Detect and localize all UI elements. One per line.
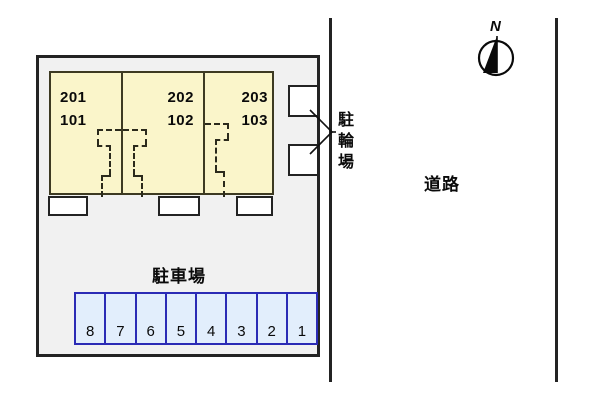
stair-outline-2-base <box>141 175 143 197</box>
stair-outline-1-base <box>101 175 103 197</box>
stair-outline-3-top <box>205 123 229 125</box>
road-boundary-line-far <box>555 18 558 382</box>
bicycle-parking-char-2: 輪 <box>337 133 354 150</box>
compass-north-label: N <box>490 18 501 35</box>
unit-label-102: 102 <box>167 112 194 129</box>
parking-stall[interactable]: 2 <box>258 294 288 343</box>
balcony-unit-102 <box>158 196 200 216</box>
parking-stall[interactable]: 8 <box>76 294 107 343</box>
bicycle-parking-leader-lines <box>309 109 336 155</box>
balcony-unit-101 <box>48 196 88 216</box>
stair-outline-1-mid <box>97 145 111 147</box>
compass-rose: N <box>474 18 518 80</box>
unit-block-1: 201 101 <box>60 86 87 132</box>
balcony-unit-103 <box>236 196 273 216</box>
unit-label-101: 101 <box>60 112 87 129</box>
parking-stall[interactable]: 4 <box>197 294 228 343</box>
stair-outline-2-step <box>133 175 143 177</box>
unit-block-2: 202 102 <box>150 86 194 132</box>
stair-outline-3-right <box>227 123 229 139</box>
stair-outline-3-stem <box>215 139 217 171</box>
parking-stall[interactable]: 3 <box>227 294 258 343</box>
unit-label-202: 202 <box>167 89 194 106</box>
stair-outline-1-top <box>97 129 121 131</box>
car-parking-strip: 8 7 6 5 4 3 2 1 <box>74 292 318 345</box>
road-label: 道路 <box>424 175 460 194</box>
stair-outline-1-left <box>97 129 99 145</box>
stair-outline-1-step <box>101 175 111 177</box>
unit-label-201: 201 <box>60 89 87 106</box>
bicycle-parking-box-upper <box>288 85 319 117</box>
car-parking-label: 駐車場 <box>152 267 206 286</box>
apartment-building: 201 101 202 102 203 103 <box>49 71 274 197</box>
parking-stall[interactable]: 1 <box>297 323 307 340</box>
stair-outline-2-mid <box>133 145 147 147</box>
unit-label-203: 203 <box>241 89 268 106</box>
stair-outline-2-right <box>145 129 147 145</box>
stair-outline-3-mid <box>215 139 229 141</box>
unit-block-3: 203 103 <box>227 86 268 132</box>
stair-outline-2-top <box>123 129 147 131</box>
bicycle-parking-char-3: 場 <box>337 154 354 171</box>
stair-outline-2-stem <box>133 145 135 175</box>
unit-divider-1 <box>121 73 123 193</box>
parking-stall[interactable]: 7 <box>106 294 137 343</box>
compass-needle-icon <box>477 36 515 77</box>
road-boundary-line-near <box>329 18 332 382</box>
unit-divider-2 <box>203 73 205 193</box>
stair-outline-3-step <box>215 171 225 173</box>
bicycle-parking-label: 駐 輪 場 <box>336 110 356 173</box>
unit-label-103: 103 <box>241 112 268 129</box>
parking-stall[interactable]: 5 <box>167 294 197 343</box>
stair-outline-1-stem <box>109 145 111 175</box>
bicycle-parking-char-1: 駐 <box>337 112 354 129</box>
stair-outline-3-base <box>223 171 225 197</box>
parking-stall[interactable]: 6 <box>137 294 167 343</box>
